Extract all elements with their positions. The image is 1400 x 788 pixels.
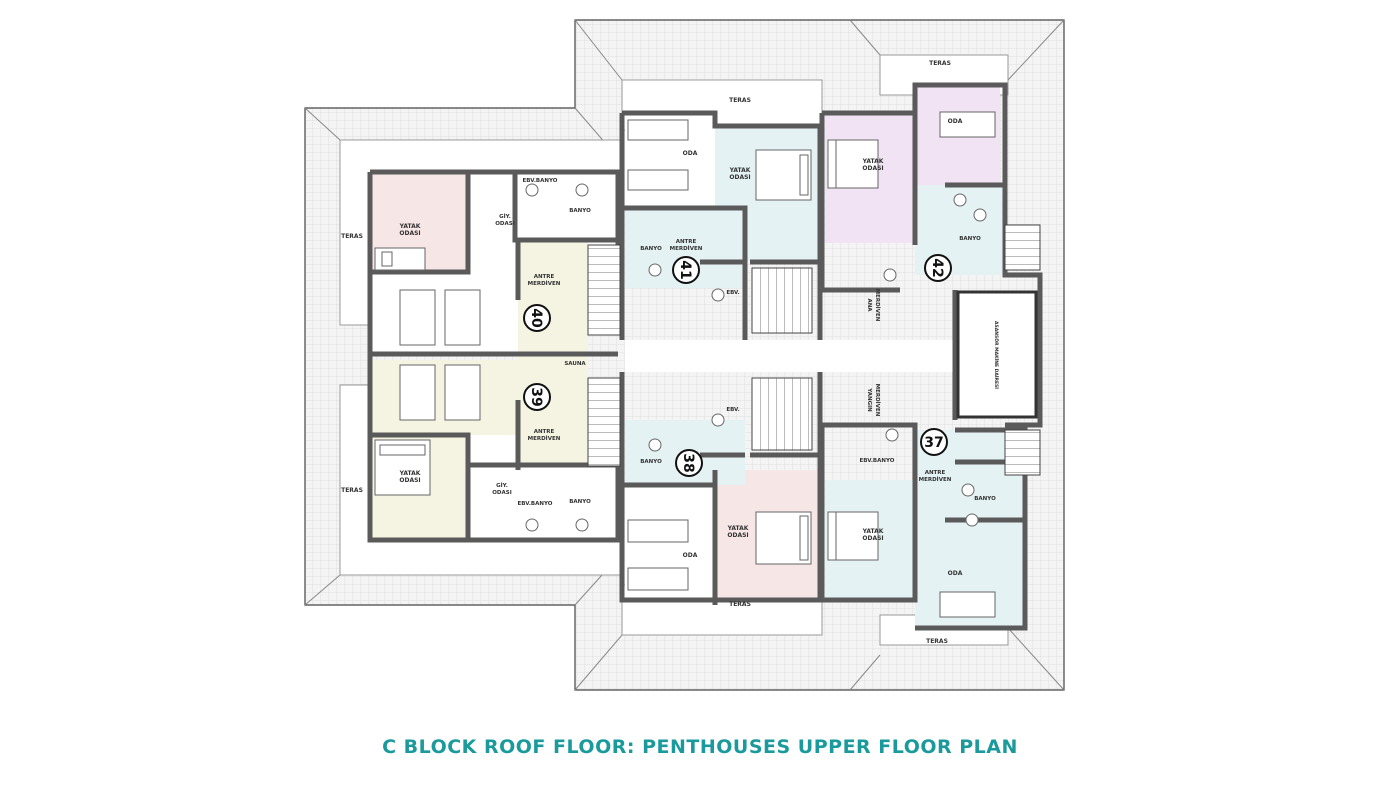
label-oda: ODA — [683, 552, 698, 559]
label-antre: ANTRE — [676, 239, 697, 245]
unit-badge-42: 42 — [924, 254, 952, 282]
label-antre: MERDİVEN — [528, 435, 561, 442]
label-ebv-banyo: EBV.BANYO — [518, 501, 553, 507]
walls — [367, 82, 1043, 631]
label-giyinme: ODASI — [495, 221, 515, 227]
label-teras: TERAS — [729, 601, 751, 608]
unit-badge-37: 37 — [920, 428, 948, 456]
label-antre: ANTRE — [925, 470, 946, 476]
label-yatak: YATAK — [862, 158, 884, 165]
label-teras: TERAS — [926, 638, 948, 645]
label-antre: ANTRE — [534, 429, 555, 435]
furniture — [374, 111, 996, 618]
label-antre: MERDİVEN — [528, 280, 561, 287]
label-antre: ANTRE — [534, 274, 555, 280]
label-banyo: BANYO — [640, 246, 662, 252]
label-ebv-banyo: EBV.BANYO — [860, 458, 895, 464]
label-yatak: YATAK — [727, 525, 749, 532]
label-yangin-merdiven: MERDİVEN — [874, 384, 881, 417]
label-yatak: ODASI — [729, 174, 750, 181]
label-teras: TERAS — [341, 487, 363, 494]
unit-badge-39: 39 — [523, 383, 551, 411]
label-yatak: ODASI — [862, 535, 883, 542]
svg-text:39: 39 — [528, 387, 544, 406]
floor-plan: TERAS TERAS TERAS TERAS TERAS TERAS YATA… — [304, 19, 1065, 691]
label-ebv: EBV. — [726, 407, 739, 413]
svg-text:38: 38 — [680, 453, 696, 472]
label-banyo: BANYO — [569, 499, 591, 505]
label-oda: ODA — [948, 118, 963, 125]
label-yatak: YATAK — [729, 167, 751, 174]
plan-caption: C BLOCK ROOF FLOOR: PENTHOUSES UPPER FLO… — [382, 736, 1018, 758]
label-ana-merdiven: ANA — [866, 298, 872, 312]
label-oda: ODA — [683, 150, 698, 157]
label-oda: ODA — [948, 570, 963, 577]
room-labels: TERAS TERAS TERAS TERAS TERAS TERAS YATA… — [341, 60, 1000, 645]
svg-text:41: 41 — [677, 260, 693, 279]
label-antre: MERDİVEN — [919, 476, 952, 483]
unit-badge-40: 40 — [523, 304, 551, 332]
label-teras: TERAS — [729, 97, 751, 104]
unit-badge-41: 41 — [672, 256, 700, 284]
label-giyinme: GİY. — [496, 482, 508, 489]
label-yatak: YATAK — [399, 223, 421, 230]
label-yangin-merdiven: YANGIN — [866, 387, 872, 412]
label-ebv-banyo: EBV.BANYO — [523, 178, 558, 184]
label-banyo: BANYO — [959, 236, 981, 242]
label-antre: MERDİVEN — [670, 245, 703, 252]
label-ebv: EBV. — [726, 290, 739, 296]
label-yatak: ODASI — [862, 165, 883, 172]
label-ana-merdiven: MERDİVEN — [874, 289, 881, 322]
label-sauna: SAUNA — [564, 361, 586, 367]
svg-text:42: 42 — [929, 258, 945, 277]
label-yatak: ODASI — [399, 230, 420, 237]
label-asansor: ASANSÖR MAKİNE DAİRESİ — [993, 321, 1000, 389]
label-yatak: ODASI — [727, 532, 748, 539]
label-giyinme: GİY. — [499, 213, 511, 220]
label-giyinme: ODASI — [492, 490, 512, 496]
label-yatak: YATAK — [399, 470, 421, 477]
svg-text:37: 37 — [924, 435, 943, 451]
label-banyo: BANYO — [640, 459, 662, 465]
svg-text:40: 40 — [528, 308, 544, 328]
label-banyo: BANYO — [569, 208, 591, 214]
label-banyo: BANYO — [974, 496, 996, 502]
room-fills — [370, 85, 1025, 628]
label-teras: TERAS — [929, 60, 951, 67]
unit-badge-38: 38 — [675, 449, 703, 477]
label-yatak: ODASI — [399, 477, 420, 484]
unit-badges: 40 41 42 39 38 37 — [523, 254, 952, 477]
label-yatak: YATAK — [862, 528, 884, 535]
label-teras: TERAS — [341, 233, 363, 240]
stairs — [587, 224, 1041, 476]
